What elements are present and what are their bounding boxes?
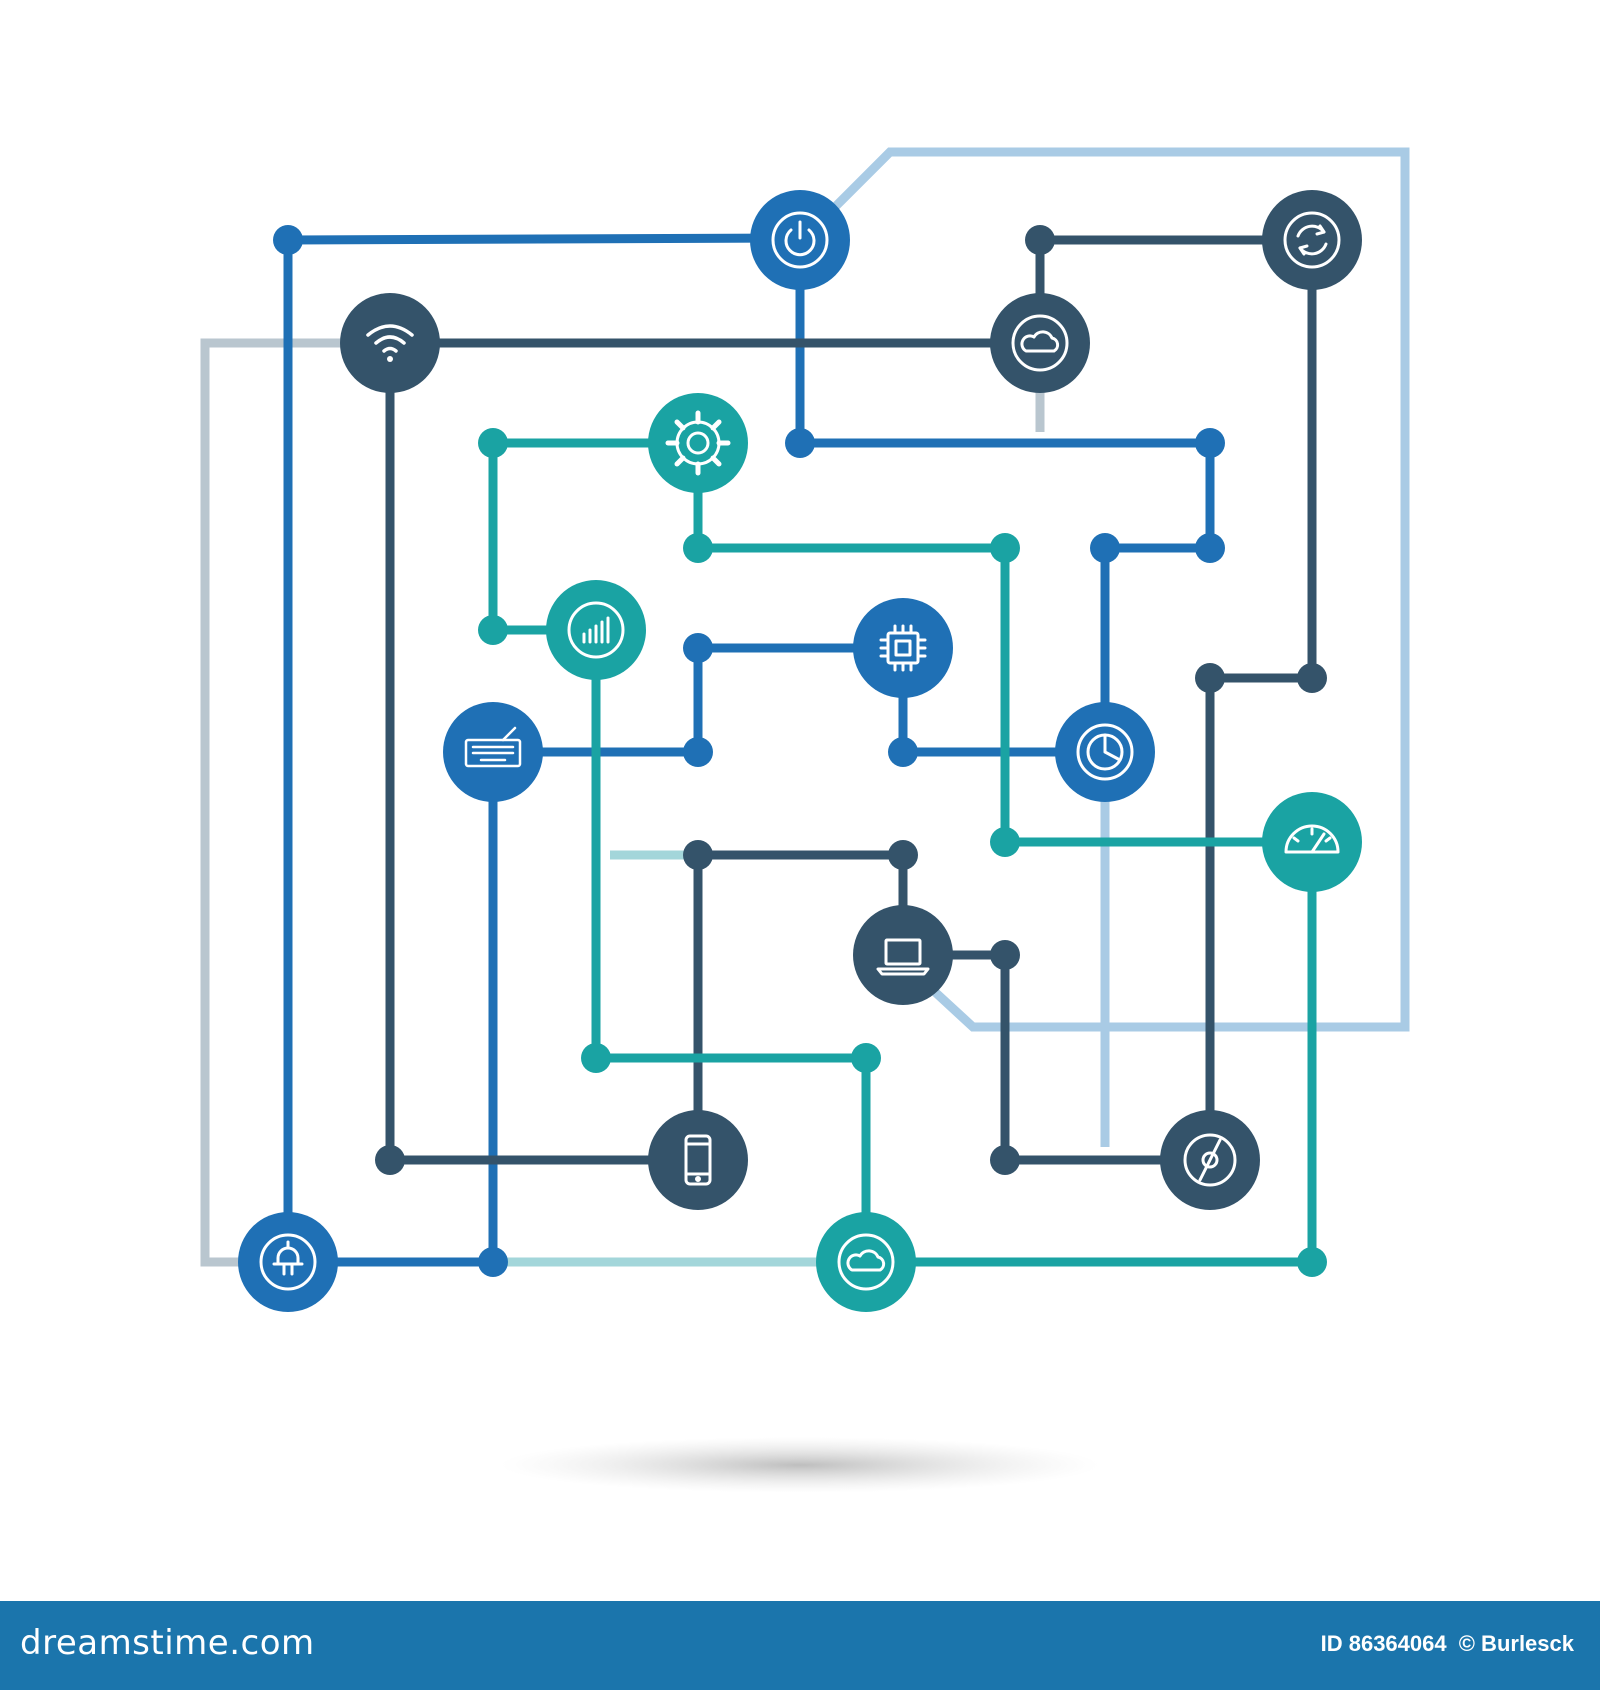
wifi-node: [340, 293, 440, 393]
brand-watermark: dreamstime.com: [20, 1623, 315, 1663]
junction-dot: [1195, 533, 1225, 563]
background-frames: [200, 147, 1410, 1267]
wire-blue-keyboard: [488, 643, 908, 757]
plug-node: [238, 1212, 338, 1312]
cloud-top-node: [990, 293, 1090, 393]
junction-dot: [683, 533, 713, 563]
wire-teal-gear-loop: [488, 438, 703, 635]
laptop-icon: [876, 938, 930, 976]
junction-dot: [785, 428, 815, 458]
cpu-icon: [879, 624, 927, 672]
wire-teal-chart-down: [591, 625, 871, 1267]
junction-dot: [273, 225, 303, 255]
disc-node: [1160, 1110, 1260, 1210]
junction-dot: [1195, 663, 1225, 693]
junction-dot: [1297, 1247, 1327, 1277]
power-node: [750, 190, 850, 290]
cloud-bottom-node: [816, 1212, 916, 1312]
floor-shadow: [500, 1437, 1100, 1493]
wire-dark-phone: [693, 850, 908, 1165]
junction-dot: [851, 1043, 881, 1073]
image-credit: ID 86364064 © Burlesck: [1315, 1631, 1574, 1657]
gear-node: [648, 393, 748, 493]
wire-blue-power-down: [795, 235, 1215, 757]
junction-dot: [683, 840, 713, 870]
image-id: ID 86364064: [1320, 1631, 1447, 1656]
pie-node: [1055, 702, 1155, 802]
author-credit: © Burlesck: [1458, 1631, 1574, 1656]
keyboard-icon: [464, 726, 522, 768]
laptop-node: [853, 905, 953, 1005]
junction-dot: [581, 1043, 611, 1073]
icon-nodes: [238, 190, 1362, 1312]
speedometer-icon: [1284, 824, 1340, 854]
wire-dark-refresh-down: [1205, 235, 1317, 1165]
junction-dot: [990, 940, 1020, 970]
gauge-node: [1262, 792, 1362, 892]
light-gray-frame: [200, 338, 390, 1267]
power-icon: [771, 211, 829, 269]
junction-dot: [1025, 225, 1055, 255]
cloud-icon: [1011, 314, 1069, 372]
junction-dot: [1195, 428, 1225, 458]
phone-node: [648, 1110, 748, 1210]
cpu-node: [853, 598, 953, 698]
wire-teal-gear-down: [693, 438, 1317, 847]
gear-icon: [665, 410, 731, 476]
refresh-icon: [1283, 211, 1341, 269]
pie-chart-icon: [1076, 723, 1134, 781]
junction-dot: [683, 737, 713, 767]
wire-teal-gauge-down: [861, 837, 1317, 1267]
wire-dark-laptop-disc: [898, 950, 1215, 1165]
junction-dot: [888, 840, 918, 870]
junction-dot: [478, 1247, 508, 1277]
junction-dot: [1090, 533, 1120, 563]
bar-chart-icon: [567, 601, 625, 659]
cloud-icon: [837, 1233, 895, 1291]
light-blue-frame: [830, 147, 1410, 1032]
wifi-icon: [366, 324, 414, 362]
junction-dot: [478, 428, 508, 458]
junction-dot: [990, 533, 1020, 563]
watermark-footer-bar: dreamstime.com ID 86364064 © Burlesck: [0, 1601, 1600, 1690]
junction-dot: [990, 827, 1020, 857]
refresh-node: [1262, 190, 1362, 290]
junction-dots: [273, 225, 1327, 1277]
junction-dot: [888, 737, 918, 767]
disc-icon: [1183, 1133, 1237, 1187]
plug-icon: [259, 1233, 317, 1291]
junction-dot: [1297, 663, 1327, 693]
smartphone-icon: [684, 1134, 712, 1186]
junction-dot: [683, 633, 713, 663]
wires: [283, 233, 1317, 1267]
chart-node: [546, 580, 646, 680]
junction-dot: [375, 1145, 405, 1175]
keyboard-node: [443, 702, 543, 802]
junction-dot: [478, 615, 508, 645]
junction-dot: [990, 1145, 1020, 1175]
